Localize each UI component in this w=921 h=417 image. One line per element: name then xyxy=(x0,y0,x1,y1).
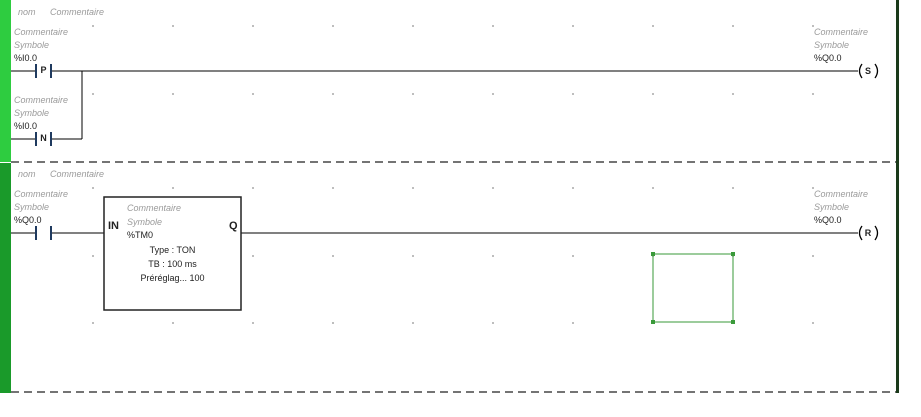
set-coil-type-label: S xyxy=(864,66,871,76)
timer-address: %TM0 xyxy=(127,230,154,240)
rung1-name: nom xyxy=(18,7,36,17)
contact-n-edge-label: N xyxy=(40,133,47,143)
set-coil-address: %Q0.0 xyxy=(814,53,842,63)
reset-coil-address: %Q0.0 xyxy=(814,215,842,225)
rising-edge-contact-symbol xyxy=(35,64,52,78)
contact-p-edge-label: P xyxy=(40,65,47,75)
contact-n[interactable]: Commentaire Symbole %I0.0 N xyxy=(12,94,82,148)
reset-coil-type-label: R xyxy=(864,228,872,238)
contact-p[interactable]: Commentaire Symbole %I0.0 P xyxy=(12,26,82,80)
contact-n-comment: Commentaire xyxy=(14,95,69,105)
timer-block[interactable]: IN Q Commentaire Symbole %TM0 Type : TON… xyxy=(104,197,241,310)
contact-p-comment: Commentaire xyxy=(14,27,69,37)
contact-n-address: %I0.0 xyxy=(14,121,38,131)
rung1-header[interactable]: nom Commentaire xyxy=(14,6,124,20)
rung2-comment: Commentaire xyxy=(50,169,105,179)
right-rail xyxy=(896,0,899,393)
timer-in-pin: IN xyxy=(108,220,119,232)
set-coil-symbol xyxy=(858,63,879,79)
normally-open-contact-symbol xyxy=(35,226,52,240)
reset-coil-symbol xyxy=(858,225,879,241)
timer-preset: Préréglag... 100 xyxy=(140,273,205,283)
contact-p-address: %I0.0 xyxy=(14,53,38,63)
reset-coil[interactable]: Commentaire Symbole %Q0.0 R xyxy=(812,188,888,242)
left-rail-rung2 xyxy=(0,163,11,393)
contact-p-symbol: Symbole xyxy=(14,40,50,50)
contact-q0-0[interactable]: Commentaire Symbole %Q0.0 xyxy=(12,188,82,242)
selection-box xyxy=(651,252,735,324)
left-rail-rung1 xyxy=(0,0,11,162)
contact-symbol: Symbole xyxy=(14,202,50,212)
timer-block-frame xyxy=(103,196,242,311)
timer-q-pin: Q xyxy=(229,220,238,232)
rung2-name: nom xyxy=(18,169,36,179)
reset-coil-symbol-label: Symbole xyxy=(814,202,850,212)
timer-comment: Commentaire xyxy=(127,203,182,213)
rung1-comment: Commentaire xyxy=(50,7,105,17)
set-coil-comment: Commentaire xyxy=(814,27,869,37)
contact-n-symbol: Symbole xyxy=(14,108,50,118)
falling-edge-contact-symbol xyxy=(35,132,52,146)
contact-address: %Q0.0 xyxy=(14,215,42,225)
set-coil-symbol-label: Symbole xyxy=(814,40,850,50)
timer-symbol: Symbole xyxy=(127,217,163,227)
timer-type: Type : TON xyxy=(149,245,196,255)
set-coil[interactable]: Commentaire Symbole %Q0.0 S xyxy=(812,26,888,80)
rung2-header[interactable]: nom Commentaire xyxy=(14,168,124,182)
reset-coil-comment: Commentaire xyxy=(814,189,869,199)
timer-timebase: TB : 100 ms xyxy=(148,259,197,269)
contact-comment: Commentaire xyxy=(14,189,69,199)
